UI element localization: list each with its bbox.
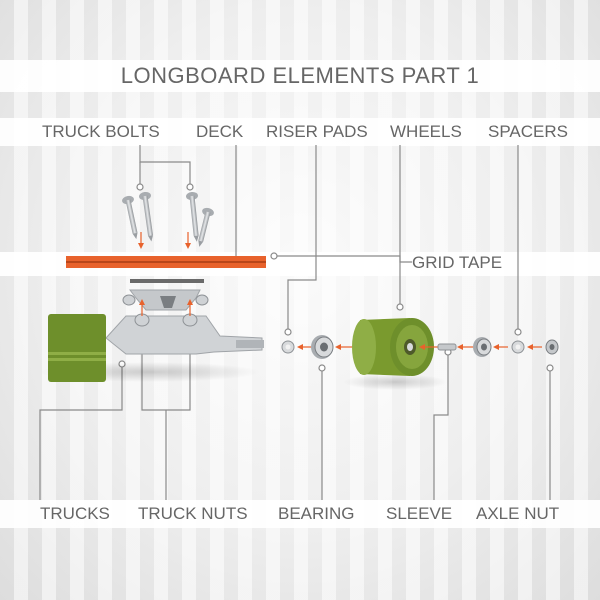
label-truck-bolts: TRUCK BOLTS (42, 122, 160, 141)
label-spacers: SPACERS (488, 122, 568, 141)
label-trucks: TRUCKS (40, 504, 110, 523)
bearing-right-icon (473, 337, 492, 357)
truck-icon (40, 289, 264, 382)
diagram-title: LONGBOARD ELEMENTS PART 1 (120, 63, 480, 88)
axle-parts (281, 318, 559, 390)
label-wheels: WHEELS (390, 122, 462, 141)
label-deck: DECK (196, 122, 244, 141)
leader-lines (39, 145, 551, 500)
top-labels-band (0, 118, 600, 146)
bearing-icon (311, 335, 334, 359)
label-grid-tape: GRID TAPE (412, 253, 503, 272)
truck-bolts-icon (122, 191, 214, 249)
title-band (0, 60, 600, 92)
label-truck-nuts: TRUCK NUTS (138, 504, 248, 523)
label-axle-nut: AXLE NUT (476, 504, 560, 523)
label-bearing: BEARING (278, 504, 355, 523)
label-riser-pads: RISER PADS (266, 122, 368, 141)
deck-icon (66, 256, 266, 268)
wheel-icon (343, 318, 447, 390)
sleeve-icon (437, 343, 457, 351)
axle-nut-icon (545, 339, 559, 355)
bottom-labels-band (0, 500, 600, 528)
label-sleeve: SLEEVE (386, 504, 453, 523)
riser-pad-icon (130, 279, 204, 283)
